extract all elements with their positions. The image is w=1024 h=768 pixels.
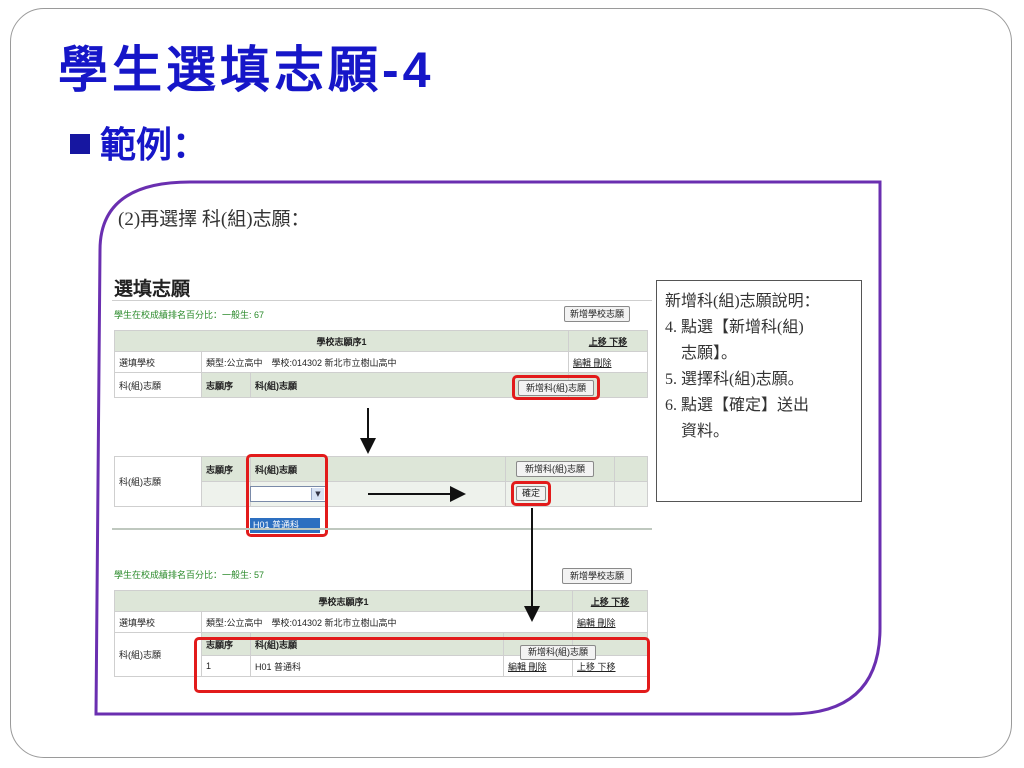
col-order-header-3: 志願序: [201, 632, 251, 656]
slide-title-number: -4: [382, 42, 435, 98]
panel-title: 選填志願: [114, 278, 191, 300]
highlight-confirm: [511, 481, 551, 506]
note-step-4b: 志願】。: [681, 345, 738, 362]
highlight-dept-select: [246, 454, 328, 537]
col-order-header-2: 志願序: [201, 456, 251, 482]
result-order: 1: [201, 655, 251, 677]
dept-row-label-2: 科(組)志願: [114, 456, 202, 507]
slide-title-text: 學生選填志願: [58, 40, 382, 99]
highlight-result: [194, 637, 650, 693]
intro-text: (2)再選擇 科(組)志願：: [118, 209, 310, 230]
move-links[interactable]: 上移 下移: [568, 330, 648, 352]
slide-title: 學生選填志願-4: [58, 30, 434, 102]
instruction-box: 新增科(組)志願說明： 4. 點選【新增科(組) 志願】。 5. 選擇科(組)志…: [656, 280, 862, 502]
note-step-6b: 資料。: [681, 423, 730, 440]
screenshot-area: (2)再選擇 科(組)志願： 選填志願 學生在校成績排名百分比：一般生: 67 …: [96, 182, 880, 714]
note-step-6: 6. 點選【確定】送出: [665, 397, 810, 414]
school-table: 學校志願序1 上移 下移 選填學校 類型:公立高中 學校:014302 新北市立…: [114, 330, 648, 398]
confirm-button[interactable]: 確定: [516, 486, 546, 501]
dept-row-label-3: 科(組)志願: [114, 632, 202, 677]
add-school-button[interactable]: 新增學校志願: [564, 306, 630, 322]
square-bullet-icon: [70, 134, 90, 154]
note-step-5: 5. 選擇科(組)志願。: [665, 371, 804, 388]
result-move-links[interactable]: 上移 下移: [572, 655, 648, 677]
add-dept-button-2[interactable]: 新增科(組)志願: [516, 461, 594, 477]
school-order-header-2: 學校志願序1: [114, 590, 573, 612]
slide-frame: [10, 8, 1012, 758]
section-divider: [112, 528, 652, 530]
percentile-text: 學生在校成績排名百分比：一般生: 67: [114, 310, 265, 320]
dept-row-label: 科(組)志願: [114, 372, 202, 398]
percentile-text-2: 學生在校成績排名百分比：一般生: 57: [114, 570, 265, 580]
highlight-add-dept: [512, 375, 600, 400]
add-dept-button[interactable]: 新增科(組)志願: [518, 380, 594, 396]
flow-arrows: [360, 408, 540, 622]
col-order-header: 志願序: [201, 372, 251, 398]
result-table: 學校志願序1 上移 下移 選填學校 類型:公立高中 學校:014302 新北市立…: [114, 590, 648, 677]
dept-select[interactable]: ▼: [250, 486, 326, 502]
note-title: 新增科(組)志願說明：: [665, 293, 820, 310]
note-step-4: 4. 點選【新增科(組): [665, 319, 804, 336]
chevron-down-icon: ▼: [311, 488, 324, 500]
col-dept-header-2: 科(組)志願: [250, 456, 506, 482]
bullet-item: 範例：: [70, 116, 208, 168]
move-links-2[interactable]: 上移 下移: [572, 590, 648, 612]
bullet-text: 範例：: [100, 124, 209, 166]
add-dept-button-3[interactable]: 新增科(組)志願: [520, 645, 596, 660]
add-school-button-2[interactable]: 新增學校志願: [562, 568, 632, 584]
title-underline: [112, 300, 652, 301]
